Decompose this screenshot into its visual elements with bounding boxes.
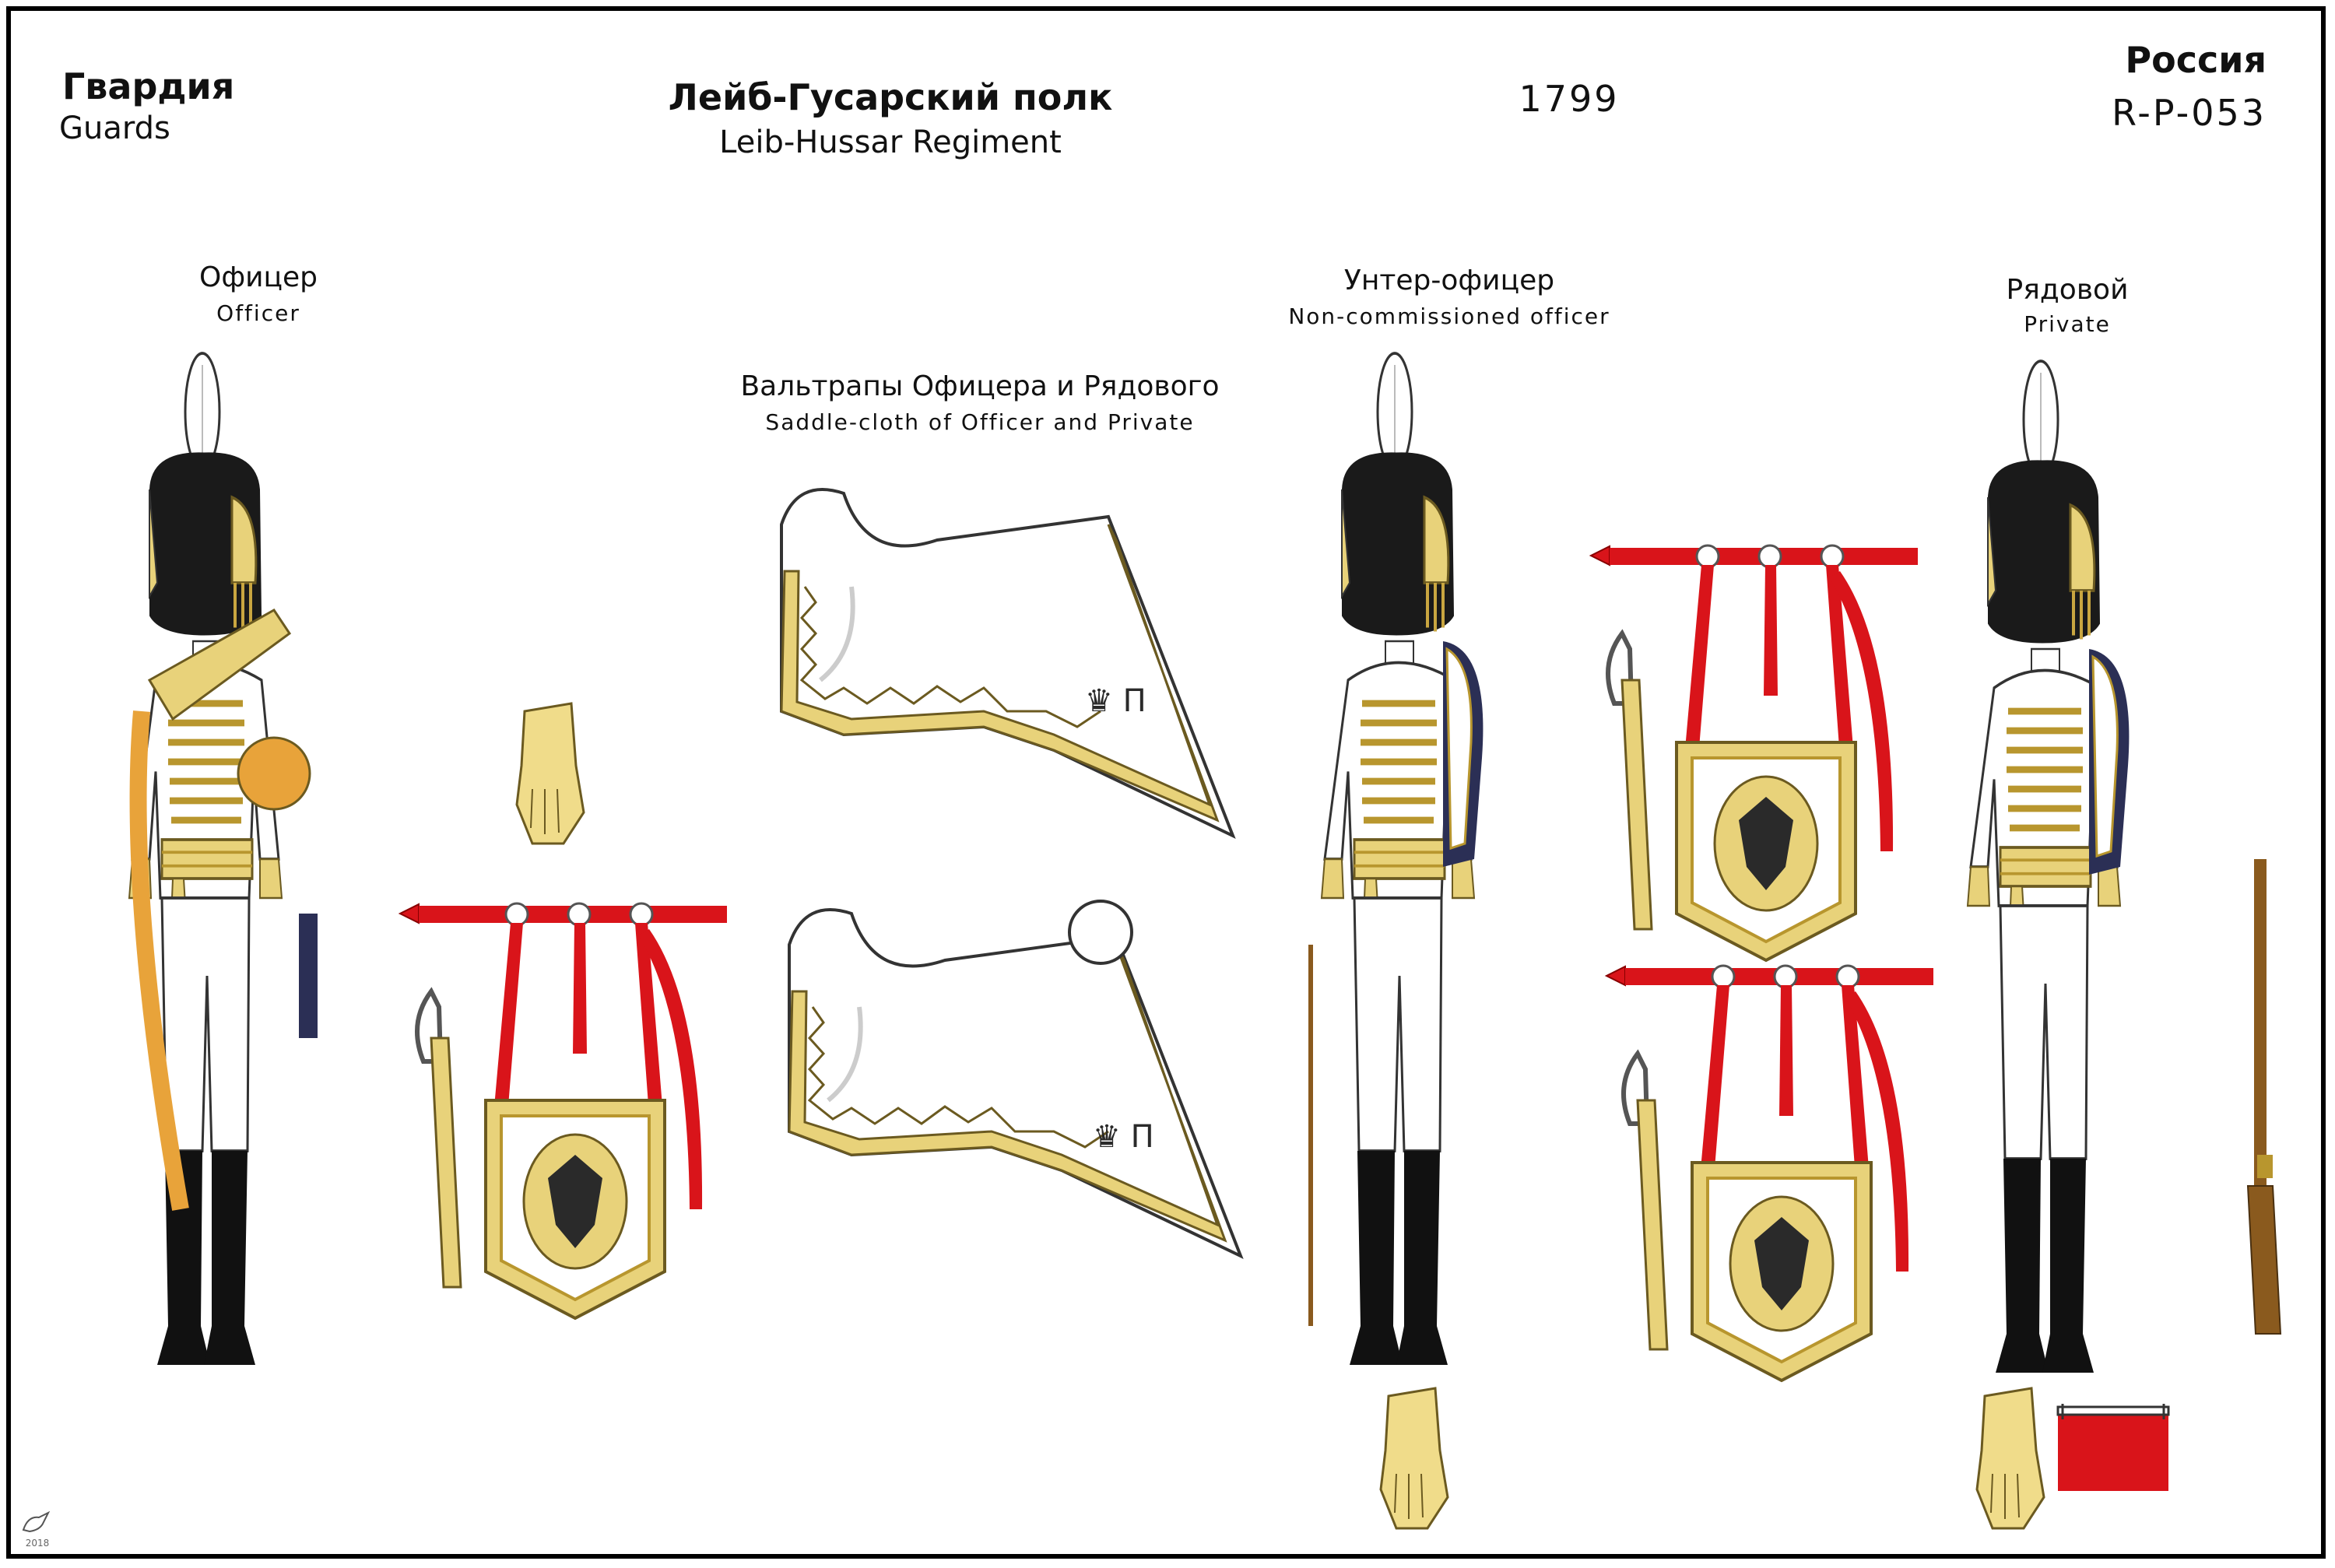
- saddlecloth-officer: ♛ П: [750, 478, 1248, 859]
- mark-year: 2018: [25, 1538, 50, 1549]
- saddlecloth-private: ♛ П: [758, 900, 1256, 1279]
- saddlecloth-label-en: Saddle-cloth of Officer and Private: [765, 409, 1195, 435]
- category-en: Guards: [59, 110, 170, 146]
- artist-mark: 2018: [20, 1510, 54, 1553]
- saddlecloth-label-ru: Вальтрапы Офицера и Рядового: [740, 370, 1220, 402]
- nco-figure: [1308, 353, 1484, 1380]
- year: 1799: [1519, 78, 1620, 120]
- glove-icon: [1975, 1387, 2045, 1530]
- sabretache-icon: [1606, 960, 1933, 1396]
- sabretache-icon: [400, 898, 727, 1334]
- nco-label-ru: Унтер-офицер: [1343, 265, 1555, 296]
- regiment-title-en: Leib-Hussar Regiment: [719, 125, 1062, 160]
- nco-label-en: Non-commissioned officer: [1288, 303, 1610, 329]
- private-label-ru: Рядовой: [2006, 274, 2129, 306]
- glove-icon: [515, 702, 585, 845]
- private-label-en: Private: [2024, 311, 2111, 337]
- officer-label-ru: Офицер: [198, 261, 318, 293]
- country-ru: Россия: [2125, 39, 2267, 81]
- musket-icon: [2246, 859, 2282, 1335]
- plate-frame: Гвардия Guards Лейб-Гусарский полк Leib-…: [6, 6, 2326, 1559]
- cypher-icon: ♛ П: [1093, 1119, 1154, 1155]
- officer-figure: [95, 353, 318, 1380]
- regiment-title-ru: Лейб-Гусарский полк: [668, 76, 1113, 118]
- private-sabretache: [2056, 1404, 2170, 1491]
- plate-code: R-P-053: [2112, 92, 2267, 134]
- officer-label-en: Officer: [216, 300, 300, 326]
- glove-icon: [1379, 1387, 1449, 1530]
- cypher-icon: ♛ П: [1085, 683, 1146, 719]
- bird-icon: [22, 1510, 51, 1533]
- category-ru: Гвардия: [62, 65, 235, 107]
- private-figure: [1933, 361, 2130, 1388]
- sabretache-icon: [1591, 540, 1918, 976]
